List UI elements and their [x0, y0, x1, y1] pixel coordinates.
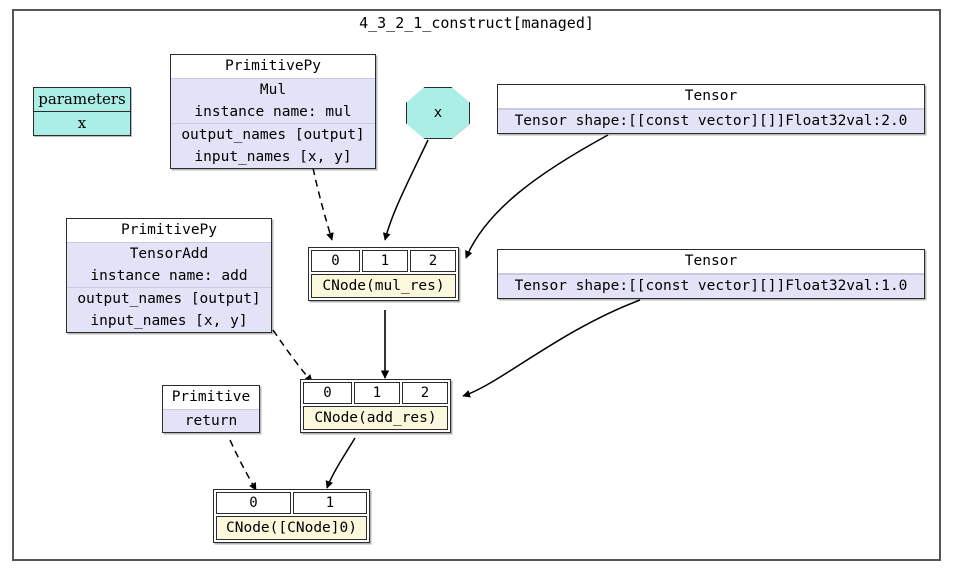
tensor-two-header: Tensor — [498, 85, 924, 109]
param-octagon-label: x — [433, 105, 443, 121]
primitive-add-input-names: input_names [x, y] — [90, 313, 248, 329]
tensor-two-value: Tensor shape:[[const vector][]]Float32va… — [498, 109, 924, 133]
primitive-mul-header: PrimitivePy — [171, 55, 375, 79]
cnode-mul-res-cell-0[interactable]: 0 — [311, 250, 360, 272]
cnode-add-res-label: CNode(add_res) — [303, 406, 448, 430]
cnode-return[interactable]: 0 1 CNode([CNode]0) — [213, 489, 370, 543]
tensor-one-value: Tensor shape:[[const vector][]]Float32va… — [498, 274, 924, 298]
primitive-mul-box[interactable]: PrimitivePy Mul instance name: mul outpu… — [170, 54, 376, 169]
primitive-add-header: PrimitivePy — [67, 219, 271, 243]
cnode-mul-res-label: CNode(mul_res) — [311, 274, 456, 298]
parameters-header: parameters — [34, 88, 130, 112]
primitive-return-name: return — [184, 413, 238, 429]
primitive-mul-input-names: input_names [x, y] — [194, 149, 352, 165]
primitive-add-instance: instance name: add — [90, 268, 248, 284]
cnode-return-label: CNode([CNode]0) — [216, 516, 367, 540]
primitive-mul-instance: instance name: mul — [194, 104, 352, 120]
cnode-mul-res-cells: 0 1 2 — [311, 250, 456, 272]
cnode-return-cells: 0 1 — [216, 492, 367, 514]
page-title: 4_3_2_1_construct[managed] — [359, 14, 594, 32]
primitive-add-output-names: output_names [output] — [67, 287, 271, 310]
primitive-add-box[interactable]: PrimitivePy TensorAdd instance name: add… — [66, 218, 272, 333]
cnode-add-res[interactable]: 0 1 2 CNode(add_res) — [300, 379, 451, 433]
primitive-add-name: TensorAdd — [129, 246, 209, 262]
cnode-mul-res-cell-2[interactable]: 2 — [410, 250, 456, 272]
cnode-add-res-cells: 0 1 2 — [303, 382, 448, 404]
cnode-return-cell-1[interactable]: 1 — [293, 492, 367, 514]
tensor-one-header: Tensor — [498, 250, 924, 274]
primitive-mul-output-names: output_names [output] — [171, 123, 375, 146]
param-octagon-x[interactable]: x — [406, 87, 470, 139]
cnode-mul-res[interactable]: 0 1 2 CNode(mul_res) — [308, 247, 459, 301]
cnode-mul-res-cell-1[interactable]: 1 — [362, 250, 408, 272]
parameters-value: x — [77, 114, 87, 132]
primitive-return-header: Primitive — [163, 386, 259, 410]
cnode-add-res-cell-2[interactable]: 2 — [402, 382, 448, 404]
tensor-one-box[interactable]: Tensor Tensor shape:[[const vector][]]Fl… — [497, 249, 925, 299]
tensor-two-box[interactable]: Tensor Tensor shape:[[const vector][]]Fl… — [497, 84, 925, 134]
cnode-return-cell-0[interactable]: 0 — [216, 492, 291, 514]
parameters-box[interactable]: parameters x — [33, 87, 131, 136]
primitive-return-box[interactable]: Primitive return — [162, 385, 260, 433]
cnode-add-res-cell-0[interactable]: 0 — [303, 382, 352, 404]
cnode-add-res-cell-1[interactable]: 1 — [354, 382, 400, 404]
primitive-mul-name: Mul — [259, 82, 287, 98]
